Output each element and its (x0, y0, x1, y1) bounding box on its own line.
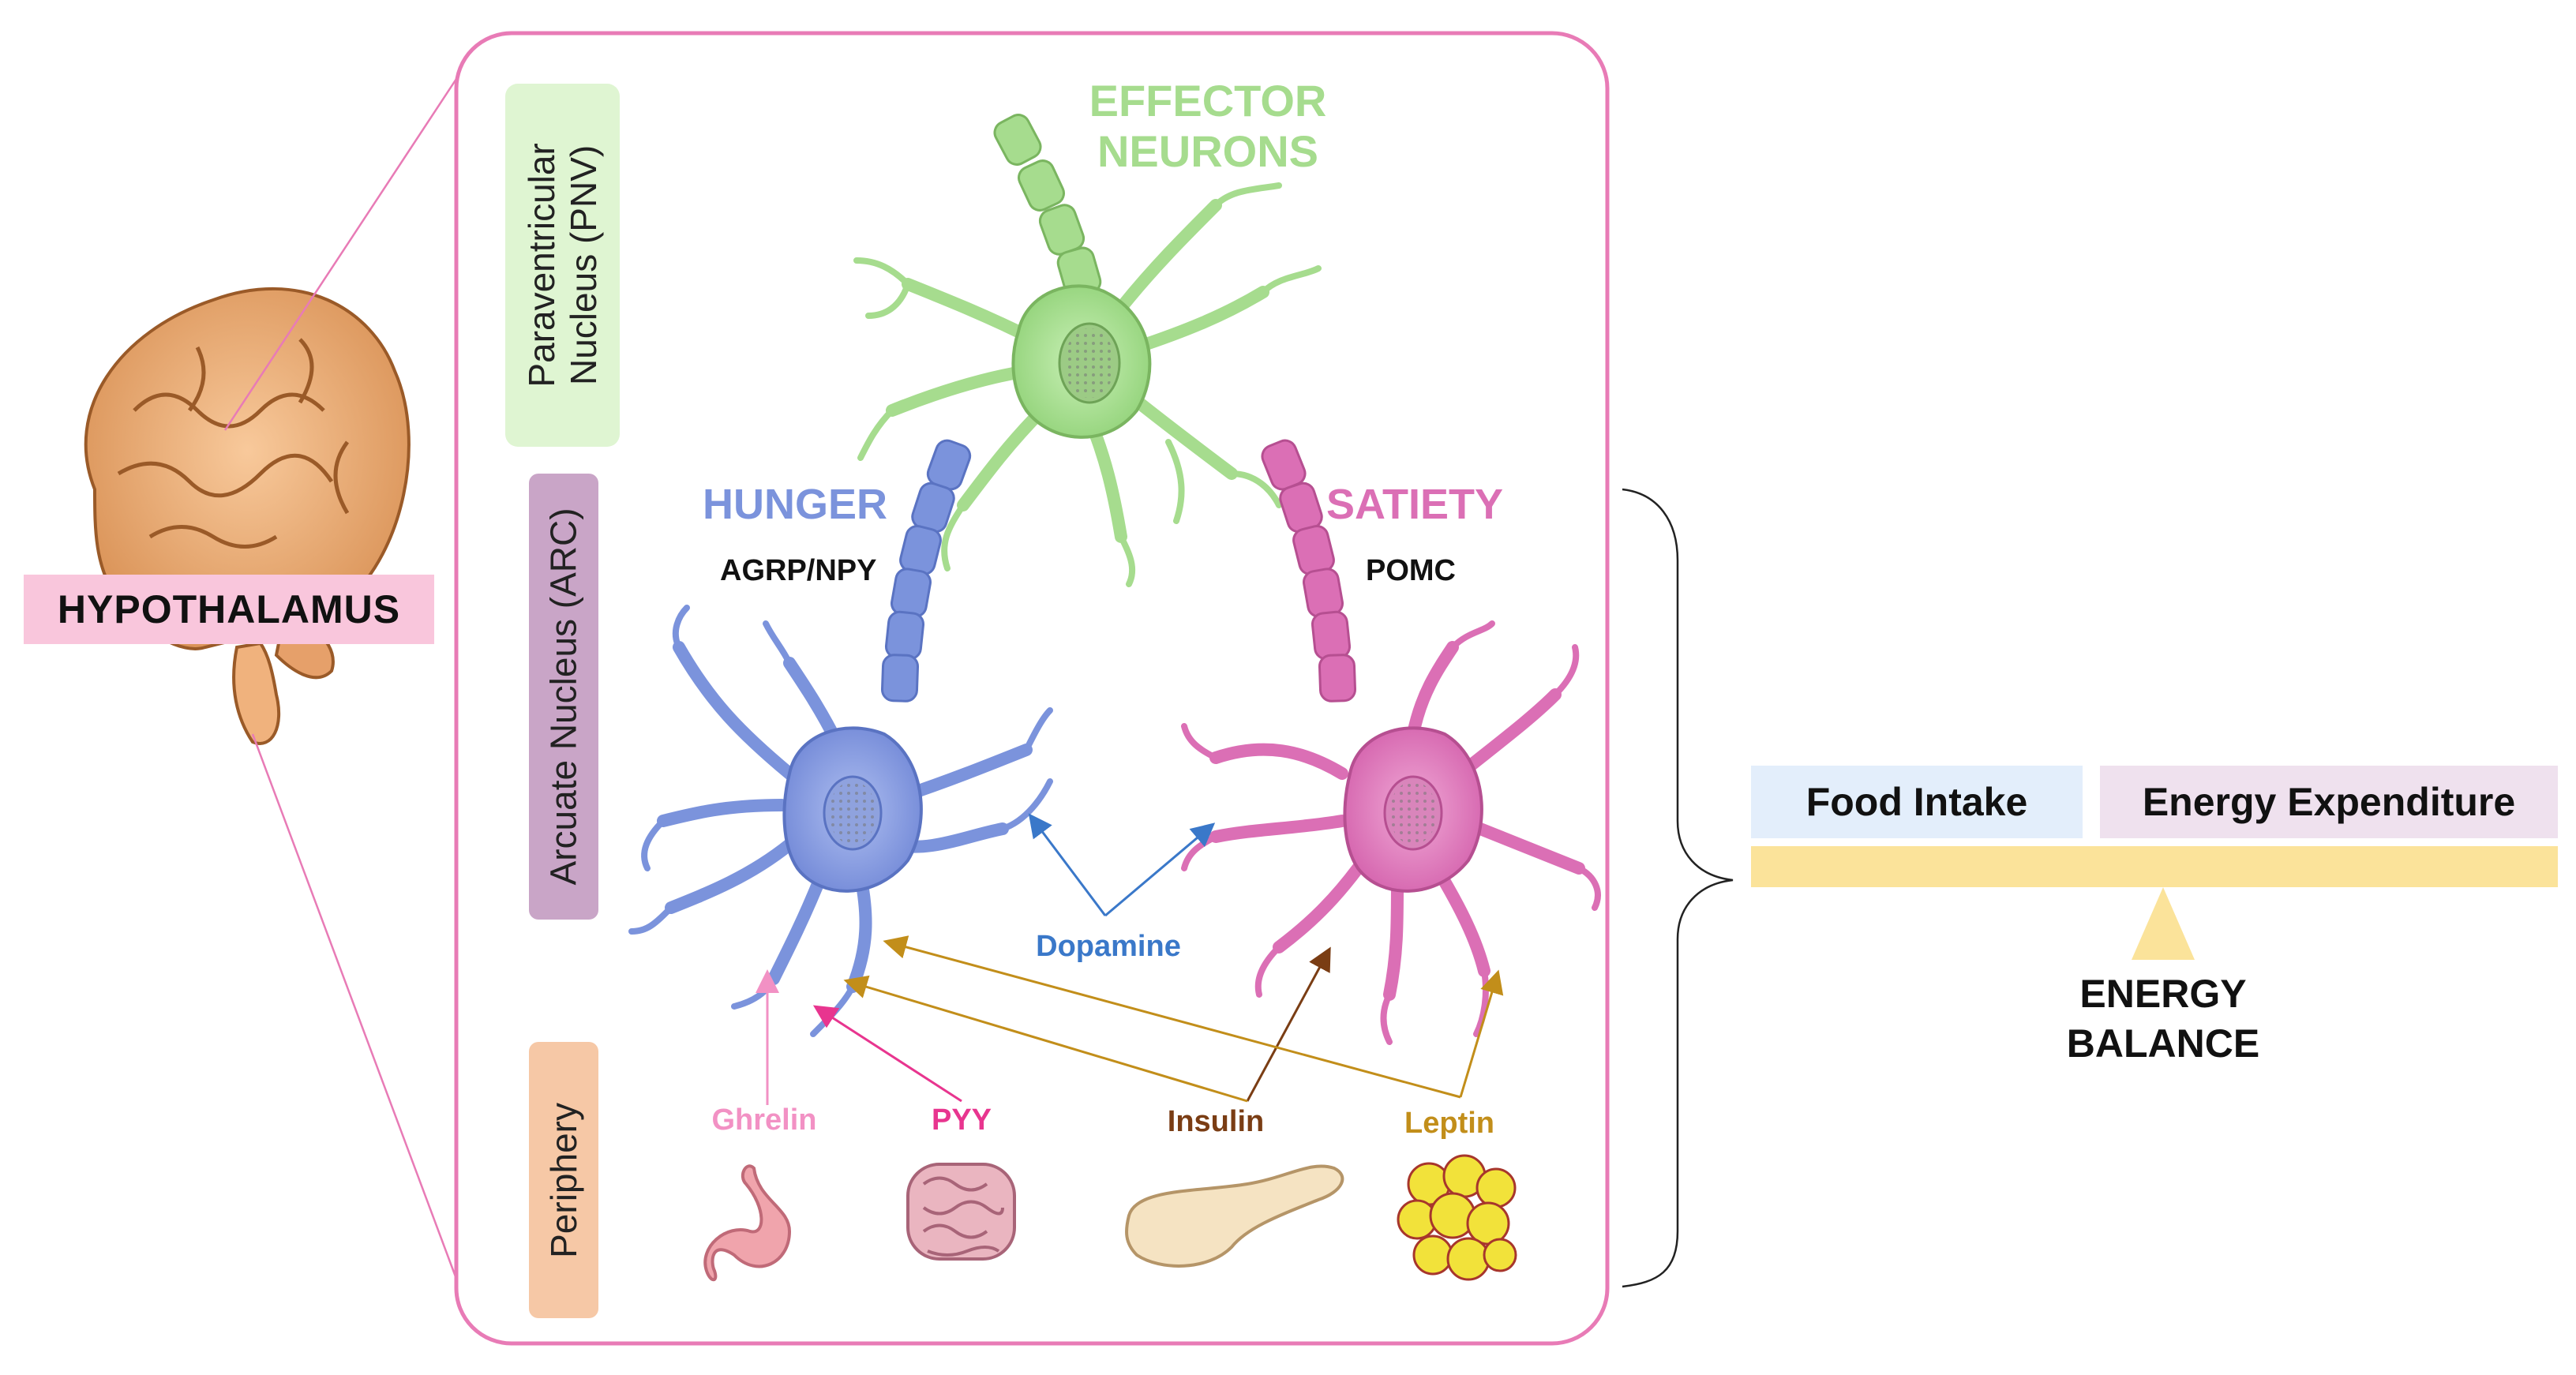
leptin-arrows (883, 935, 1504, 1099)
energy-expenditure-label: Energy Expenditure (2142, 780, 2516, 824)
effector-neurons-title: EFFECTOR NEURONS (1089, 76, 1327, 178)
food-intake-label: Food Intake (1805, 780, 2028, 824)
effector-title-line1: EFFECTOR (1089, 76, 1327, 126)
satiety-title: SATIETY (1326, 481, 1504, 528)
pnv-region-label: Paraventricular Nucleus (PNV) (505, 84, 620, 447)
arc-region-label: Arcuate Nucleus (ARC) (529, 474, 598, 920)
periphery-region-label: Periphery (529, 1042, 598, 1318)
food-intake-box: Food Intake (1751, 766, 2083, 838)
pnv-region-text: Paraventricular Nucleus (PNV) (520, 143, 604, 388)
pyy-label: PYY (931, 1103, 992, 1137)
arc-region-box (529, 474, 598, 920)
effector-neuron (853, 114, 1322, 587)
insulin-label: Insulin (1167, 1105, 1265, 1138)
hypothalamus-label: HYPOTHALAMUS (24, 575, 434, 644)
periphery-region-box (529, 1042, 598, 1318)
zoom-line-bottom (251, 733, 458, 1279)
zoom-line-top (223, 78, 458, 431)
leptin-label: Leptin (1404, 1107, 1494, 1140)
pnv-region-box (505, 84, 620, 447)
balance-beam (1751, 846, 2558, 887)
satiety-neuron (1181, 439, 1601, 1045)
hypothalamus-frame (454, 31, 1610, 1346)
arc-region-text: Arcuate Nucleus (ARC) (542, 508, 584, 886)
dopamine-label: Dopamine (1036, 930, 1181, 963)
pancreas-illustration (1125, 1164, 1344, 1268)
pyy-arrow (812, 1005, 962, 1103)
periphery-region-text: Periphery (542, 1102, 584, 1258)
effector-title-line2: NEURONS (1097, 126, 1319, 177)
energy-balance-caption: ENERGY BALANCE (2067, 969, 2259, 1068)
energy-balance-line1: ENERGY (2079, 972, 2247, 1016)
energy-balance-line2: BALANCE (2066, 1021, 2260, 1066)
dopamine-arrows (1028, 813, 1216, 917)
energy-expenditure-box: Energy Expenditure (2100, 766, 2558, 838)
hunger-title: HUNGER (703, 481, 888, 528)
intestine-illustration (906, 1163, 1016, 1261)
ghrelin-label: Ghrelin (711, 1103, 817, 1137)
adipose-illustration (1397, 1154, 1517, 1281)
hunger-marker: AGRP/NPY (720, 554, 877, 587)
hypothalamus-label-text: HYPOTHALAMUS (57, 587, 401, 631)
stomach-illustration (703, 1164, 792, 1282)
balance-fulcrum (2132, 887, 2195, 960)
brain-illustration (84, 287, 411, 745)
bracket (1622, 488, 1734, 1288)
satiety-marker: POMC (1366, 554, 1456, 587)
insulin-arrows (843, 946, 1331, 1103)
